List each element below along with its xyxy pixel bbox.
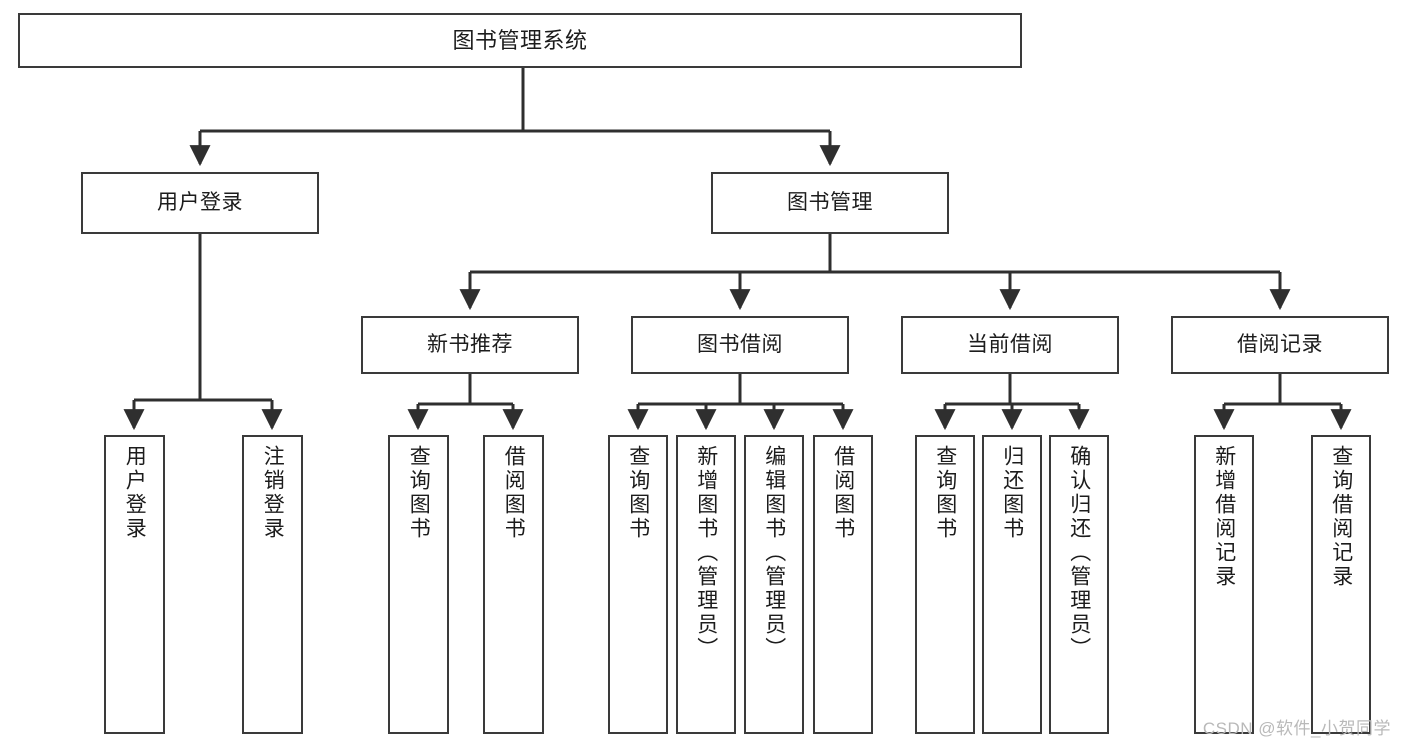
node-current-borrow[interactable]: 当前借阅 xyxy=(901,316,1119,374)
node-borrow-record[interactable]: 借阅记录 xyxy=(1171,316,1389,374)
node-book-borrow[interactable]: 图书借阅 xyxy=(631,316,849,374)
node-user-login-label: 用户登录 xyxy=(157,190,243,214)
node-leaf-query-book-3-label: 查询图书 xyxy=(933,445,957,541)
node-user-login[interactable]: 用户登录 xyxy=(81,172,319,234)
node-leaf-logout[interactable]: 注销登录 xyxy=(242,435,303,734)
node-book-manage-label: 图书管理 xyxy=(787,190,873,214)
node-leaf-add-book[interactable]: 新增图书（管理员） xyxy=(676,435,736,734)
node-leaf-logout-label: 注销登录 xyxy=(261,445,285,541)
node-book-borrow-label: 图书借阅 xyxy=(697,332,783,356)
node-leaf-return-book[interactable]: 归还图书 xyxy=(982,435,1042,734)
node-leaf-borrow-book-2-label: 借阅图书 xyxy=(831,445,855,541)
node-leaf-borrow-book-1-label: 借阅图书 xyxy=(502,445,526,541)
node-leaf-edit-book-label: 编辑图书（管理员） xyxy=(762,445,786,661)
node-leaf-query-record[interactable]: 查询借阅记录 xyxy=(1311,435,1371,734)
node-leaf-borrow-book-2[interactable]: 借阅图书 xyxy=(813,435,873,734)
node-leaf-confirm-return[interactable]: 确认归还（管理员） xyxy=(1049,435,1109,734)
node-leaf-query-book-1-label: 查询图书 xyxy=(407,445,431,541)
node-leaf-query-book-3[interactable]: 查询图书 xyxy=(915,435,975,734)
node-root-label: 图书管理系统 xyxy=(452,27,588,53)
node-leaf-add-record[interactable]: 新增借阅记录 xyxy=(1194,435,1254,734)
node-leaf-query-book-2[interactable]: 查询图书 xyxy=(608,435,668,734)
node-root[interactable]: 图书管理系统 xyxy=(18,13,1022,68)
node-new-book-recommend-label: 新书推荐 xyxy=(427,332,513,356)
node-leaf-add-record-label: 新增借阅记录 xyxy=(1212,445,1236,589)
node-leaf-confirm-return-label: 确认归还（管理员） xyxy=(1067,445,1091,661)
node-book-manage[interactable]: 图书管理 xyxy=(711,172,949,234)
node-leaf-add-book-label: 新增图书（管理员） xyxy=(694,445,718,661)
node-new-book-recommend[interactable]: 新书推荐 xyxy=(361,316,579,374)
node-leaf-query-book-2-label: 查询图书 xyxy=(626,445,650,541)
node-borrow-record-label: 借阅记录 xyxy=(1237,332,1323,356)
node-leaf-query-record-label: 查询借阅记录 xyxy=(1329,445,1353,589)
node-leaf-query-book-1[interactable]: 查询图书 xyxy=(388,435,449,734)
node-leaf-return-book-label: 归还图书 xyxy=(1000,445,1024,541)
node-current-borrow-label: 当前借阅 xyxy=(967,332,1053,356)
node-leaf-user-login[interactable]: 用户登录 xyxy=(104,435,165,734)
node-leaf-edit-book[interactable]: 编辑图书（管理员） xyxy=(744,435,804,734)
node-leaf-user-login-label: 用户登录 xyxy=(123,445,147,541)
node-leaf-borrow-book-1[interactable]: 借阅图书 xyxy=(483,435,544,734)
